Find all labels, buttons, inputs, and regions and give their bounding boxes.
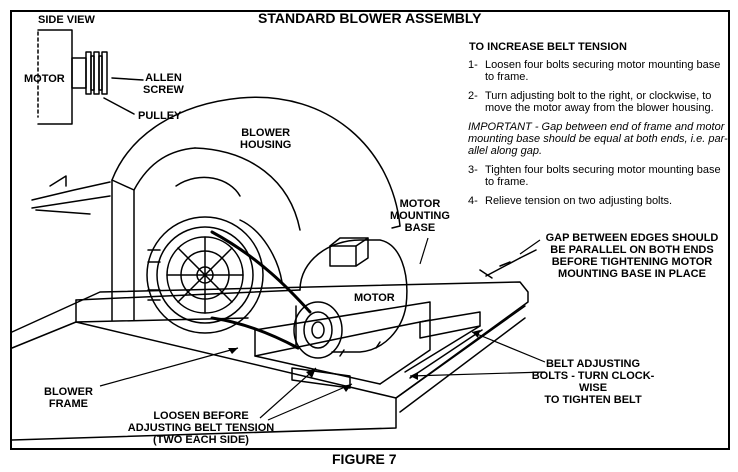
motor-mounting-base-label: MOTOR MOUNTING BASE — [390, 198, 450, 234]
leader-arrowheads — [228, 330, 480, 392]
side-view-drawing — [37, 29, 144, 125]
important-note: IMPORTANT - Gap between end of frame and… — [468, 121, 728, 157]
side-view-motor-label: MOTOR — [24, 73, 65, 85]
loosen-before-label: LOOSEN BEFORE ADJUSTING BELT TENSION (TW… — [127, 410, 275, 446]
gap-note-label: GAP BETWEEN EDGES SHOULD BE PARALLEL ON … — [545, 232, 719, 280]
frame-rails-left — [31, 175, 111, 215]
diagram-title: STANDARD BLOWER ASSEMBLY — [258, 10, 482, 26]
pulley-label: PULLEY — [138, 110, 182, 122]
blower-frame-label: BLOWER FRAME — [44, 386, 93, 410]
blower-housing-label: BLOWER HOUSING — [240, 127, 292, 151]
allen-screw-label: ALLEN SCREW — [143, 72, 184, 96]
blower-housing-drawing — [111, 96, 401, 334]
side-view-heading: SIDE VIEW — [38, 14, 95, 26]
figure-frame — [10, 10, 730, 450]
figure-caption: FIGURE 7 — [332, 451, 397, 467]
motor-drawing — [293, 237, 408, 359]
leader-lines — [99, 237, 546, 421]
gap-indicator — [479, 249, 537, 279]
motor-label: MOTOR — [354, 292, 395, 304]
belt-drawing — [210, 230, 312, 350]
belt-adjusting-label: BELT ADJUSTING BOLTS - TURN CLOCK- WISE … — [531, 358, 655, 406]
instructions-heading: TO INCREASE BELT TENSION — [469, 41, 627, 53]
